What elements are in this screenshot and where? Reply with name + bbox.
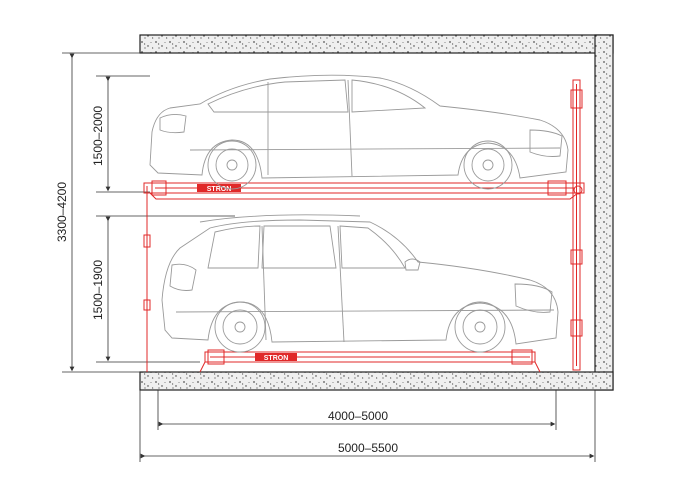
ceiling-slab — [139, 34, 614, 54]
lift-structure: STRON STRON — [143, 79, 585, 373]
lower-logo-text: STRON — [264, 355, 289, 362]
concrete-structure — [139, 34, 614, 391]
dimension-upper-clearance: 1500–2000 — [91, 75, 150, 193]
inner-width-label: 4000–5000 — [328, 409, 388, 423]
total-height-label: 3300–4200 — [55, 182, 69, 242]
dimension-inner-width: 4000–5000 — [157, 390, 557, 430]
lower-platform: STRON — [199, 349, 541, 373]
upper-sedan — [149, 74, 569, 190]
upper-logo-text: STRON — [207, 186, 232, 193]
upper-clearance-label: 1500–2000 — [91, 106, 105, 166]
lower-logo-plate — [255, 353, 297, 361]
lower-suv — [161, 214, 559, 353]
dimension-total-width: 5000–5500 — [139, 390, 596, 462]
total-width-label: 5000–5500 — [338, 441, 398, 455]
upper-platform: STRON — [143, 180, 585, 200]
dimension-total-height: 3300–4200 — [55, 52, 140, 373]
lower-clearance-label: 1500–1900 — [91, 260, 105, 320]
floor-slab — [139, 371, 614, 391]
rear-post — [572, 79, 581, 371]
right-wall — [594, 34, 614, 391]
dimension-lower-clearance: 1500–1900 — [91, 215, 235, 363]
upper-logo-plate — [197, 184, 241, 192]
